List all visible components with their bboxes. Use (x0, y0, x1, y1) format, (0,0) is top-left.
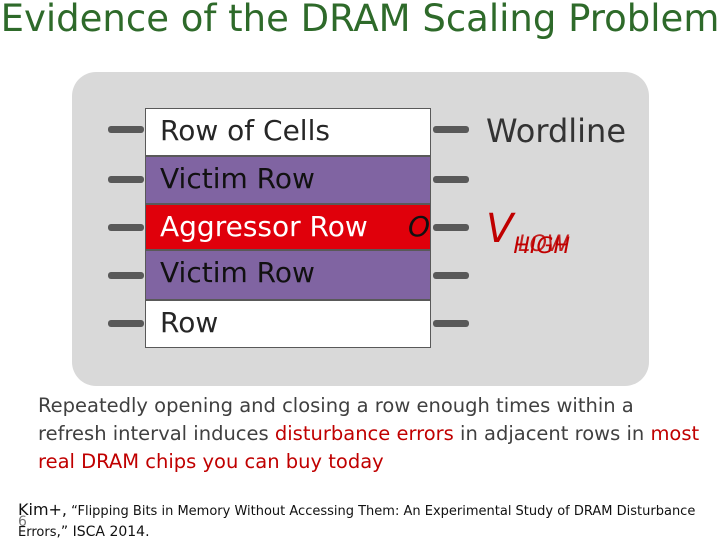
citation-title: “Flipping Bits in Memory Without Accessi… (18, 504, 696, 540)
description-part: Repeatedly opening and closing a row eno… (38, 394, 634, 445)
aggressor-row-label: Aggressor Row (160, 210, 368, 243)
description-part: in adjacent rows in (453, 422, 651, 445)
wordline-connector-right (433, 224, 469, 231)
row-of-cells: Row of Cells (145, 108, 431, 156)
wordline-label: Wordline (486, 112, 626, 150)
aggressor-row-state-label: Opened Closed (408, 210, 431, 243)
row-connector-left (108, 126, 144, 133)
row-bottom: Row (145, 300, 431, 348)
row-connector-left (108, 176, 144, 183)
wordline-connector-right (433, 272, 469, 279)
description-text: Repeatedly opening and closing a row eno… (38, 392, 708, 476)
wordline-connector-right (433, 126, 469, 133)
citation: Kim+, “Flipping Bits in Memory Without A… (18, 500, 708, 543)
highlight-disturbance-errors: disturbance errors (274, 422, 454, 445)
citation-venue: ,” ISCA 2014. (56, 524, 150, 540)
highlight-real-dram-chips: most real DRAM chips you can buy today (38, 422, 700, 473)
voltage-symbol: V (486, 206, 514, 252)
row-connector-left (108, 320, 144, 327)
victim-row-top: Victim Row (145, 156, 431, 204)
citation-author: Kim+, (18, 500, 68, 519)
wordline-connector-right (433, 176, 469, 183)
voltage-subscript-overlay: LOW (518, 232, 569, 257)
row-connector-left (108, 224, 144, 231)
voltage-label: VHIGH LOW (486, 206, 570, 259)
slide-title: Evidence of the DRAM Scaling Problem (0, 0, 720, 40)
slide-number: 6 (18, 514, 27, 530)
victim-row-bottom: Victim Row (145, 250, 431, 300)
aggressor-row: Aggressor Row Opened Closed (145, 204, 431, 250)
voltage-subscript: HIGH (513, 234, 570, 259)
row-connector-left (108, 272, 144, 279)
wordline-connector-right (433, 320, 469, 327)
